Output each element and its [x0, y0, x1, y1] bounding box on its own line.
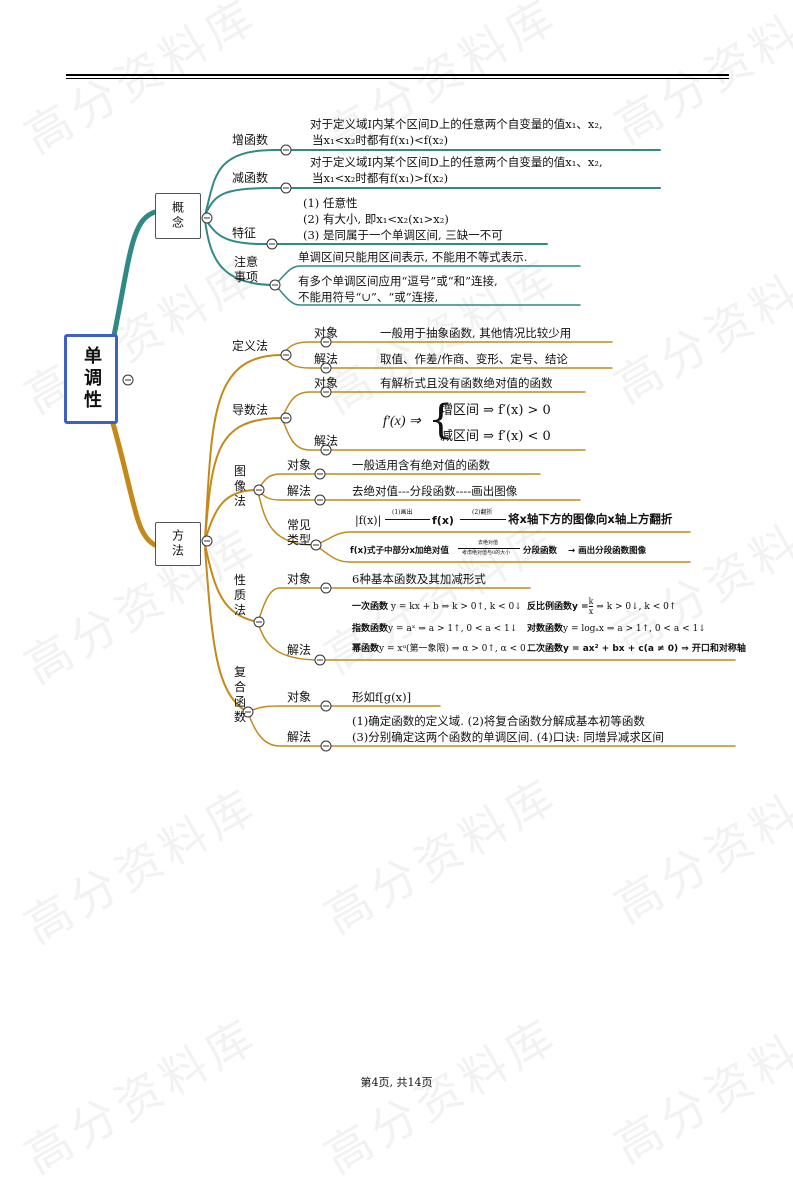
derivative-brace: { — [428, 397, 454, 443]
concept-node[interactable]: 概念 — [155, 193, 201, 239]
feature-label: 特征 — [232, 226, 257, 240]
graph-types-label: 常见类型 — [286, 518, 311, 547]
notice-line3: 不能用符号“∪”、“或”连接, — [298, 290, 439, 304]
graph-solution-label: 解法 — [287, 484, 312, 498]
type2-arrow-line — [458, 548, 520, 549]
type1-arrow2: (2)翻折 — [472, 509, 493, 516]
root-node[interactable]: 单调性 — [64, 334, 118, 424]
definition-label: 定义法 — [232, 339, 269, 353]
power-rule: y = xᵅ(第一象限) ⇒ α > 0↑, α < 0↓ — [379, 644, 534, 654]
composite-solution-line1: (1)确定函数的定义域. (2)将复合函数分解成基本初等函数 — [352, 714, 645, 728]
increasing-line2: 当x₁<x₂时都有f(x₁)<f(x₂) — [312, 133, 449, 147]
mindmap-connectors — [109, 144, 736, 752]
method-label: 方法 — [170, 529, 185, 559]
property-object-text: 6种基本函数及其加减形式 — [352, 572, 486, 586]
concept-label: 概念 — [170, 201, 185, 231]
inverse-name: 反比例函数 — [527, 602, 573, 612]
definition-solution-text: 取值、作差/作商、变形、定号、结论 — [380, 352, 568, 366]
exp-name: 指数函数 — [352, 624, 389, 634]
feature-line1: (1) 任意性 — [303, 196, 358, 210]
derivative-fx: f′(x) ⇒ — [383, 414, 421, 429]
composite-label: 复合函数 — [233, 665, 246, 724]
log-rule: y = logₐx ⇒ a > 1↑, 0 < a < 1↓ — [563, 624, 706, 634]
linear-rule: y = kx + b ⇒ k > 0↑, k < 0↓ — [390, 602, 522, 612]
composite-solution-line2: (3)分别确定这两个函数的单调区间. (4)口诀: 同增异减求区间 — [352, 730, 664, 744]
root-label: 单调性 — [81, 346, 102, 412]
type1-c: 将x轴下方的图像向x轴上方翻折 — [508, 512, 673, 526]
type2-c: → 画出分段函数图像 — [568, 546, 647, 556]
power-row: 幂函数y = xᵅ(第一象限) ⇒ α > 0↑, α < 0↓ — [352, 642, 533, 657]
graph-solution-text: 去绝对值---分段函数----画出图像 — [352, 484, 518, 498]
linear-name: 一次函数 — [352, 602, 389, 612]
type1-arrow1-line — [385, 519, 430, 520]
type2-arrow-bottom: 考虑绝对值与0的大小 — [462, 550, 511, 556]
property-object-label: 对象 — [287, 572, 312, 586]
derivative-object-label: 对象 — [314, 376, 339, 390]
notice-label: 注意事项 — [233, 255, 258, 284]
derivative-inc: 增区间 ⇒ f′(x) > 0 — [440, 403, 551, 418]
type1-b: f(x) — [432, 514, 454, 527]
exp-row: 指数函数y = aˣ ⇒ a > 1↑, 0 < a < 1↓ — [352, 622, 517, 637]
definition-object-text: 一般用于抽象函数, 其他情况比较少用 — [380, 326, 572, 340]
inverse-rule: ⇒ k > 0↓, k < 0↑ — [596, 602, 677, 612]
definition-object-label: 对象 — [314, 326, 339, 340]
type1-a: |f(x)| — [355, 514, 382, 527]
graph-label: 图像法 — [233, 464, 246, 508]
type2-b: 分段函数 — [523, 546, 558, 556]
feature-line3: (3) 是同属于一个单调区间, 三缺一不可 — [303, 228, 503, 242]
notice-line2: 有多个单调区间应用“逗号”或“和”连接, — [298, 274, 498, 288]
log-name: 对数函数 — [527, 624, 564, 634]
graph-object-text: 一般适用含有绝对值的函数 — [352, 458, 490, 472]
type2-a: f(x)式子中部分x加绝对值 — [350, 546, 449, 556]
graph-object-label: 对象 — [287, 458, 312, 472]
composite-object-label: 对象 — [287, 690, 312, 704]
inverse-num: k — [588, 597, 594, 607]
property-label: 性质法 — [233, 573, 246, 617]
increasing-label: 增函数 — [232, 133, 269, 147]
decreasing-line1: 对于定义域I内某个区间D上的任意两个自变量的值x₁、x₂, — [310, 155, 603, 169]
exp-rule: y = aˣ ⇒ a > 1↑, 0 < a < 1↓ — [388, 624, 518, 634]
inverse-pre: y = — [572, 602, 589, 612]
quad-rule: y = ax² + bx + c(a ≠ 0) ⇒ 开口和对称轴 — [563, 644, 746, 654]
page-footer: 第4页, 共14页 — [360, 1076, 433, 1089]
type2-arrow-top: 去绝对值 — [478, 540, 499, 546]
linear-row: 一次函数 y = kx + b ⇒ k > 0↑, k < 0↓ — [352, 600, 522, 615]
derivative-solution-label: 解法 — [314, 434, 339, 448]
type1-arrow2-line — [460, 519, 506, 520]
header-rule-thin — [66, 78, 729, 79]
method-node[interactable]: 方法 — [155, 522, 201, 566]
composite-solution-label: 解法 — [287, 730, 312, 744]
notice-line1: 单调区间只能用区间表示, 不能用不等式表示. — [298, 250, 528, 264]
property-solution-label: 解法 — [287, 643, 312, 657]
derivative-object-text: 有解析式且没有函数绝对值的函数 — [380, 376, 553, 390]
definition-solution-label: 解法 — [314, 352, 339, 366]
header-rule — [66, 74, 729, 76]
decreasing-line2: 当x₁<x₂时都有f(x₁)>f(x₂) — [312, 171, 449, 185]
decreasing-label: 减函数 — [232, 171, 269, 185]
derivative-label: 导数法 — [232, 403, 269, 417]
type1-arrow1: (1)画出 — [392, 509, 413, 516]
composite-object-text: 形如f[g(x)] — [352, 690, 412, 704]
increasing-line1: 对于定义域I内某个区间D上的任意两个自变量的值x₁、x₂, — [310, 117, 603, 131]
quad-name: 二次函数 — [527, 644, 564, 654]
inverse-den: x — [588, 607, 594, 616]
feature-line2: (2) 有大小, 即x₁<x₂(x₁>x₂) — [303, 212, 449, 226]
power-name: 幂函数 — [352, 644, 380, 654]
quad-row: 二次函数y = ax² + bx + c(a ≠ 0) ⇒ 开口和对称轴 — [527, 642, 746, 657]
derivative-dec: 减区间 ⇒ f′(x) < 0 — [440, 429, 551, 444]
log-row: 对数函数y = logₐx ⇒ a > 1↑, 0 < a < 1↓ — [527, 622, 706, 637]
